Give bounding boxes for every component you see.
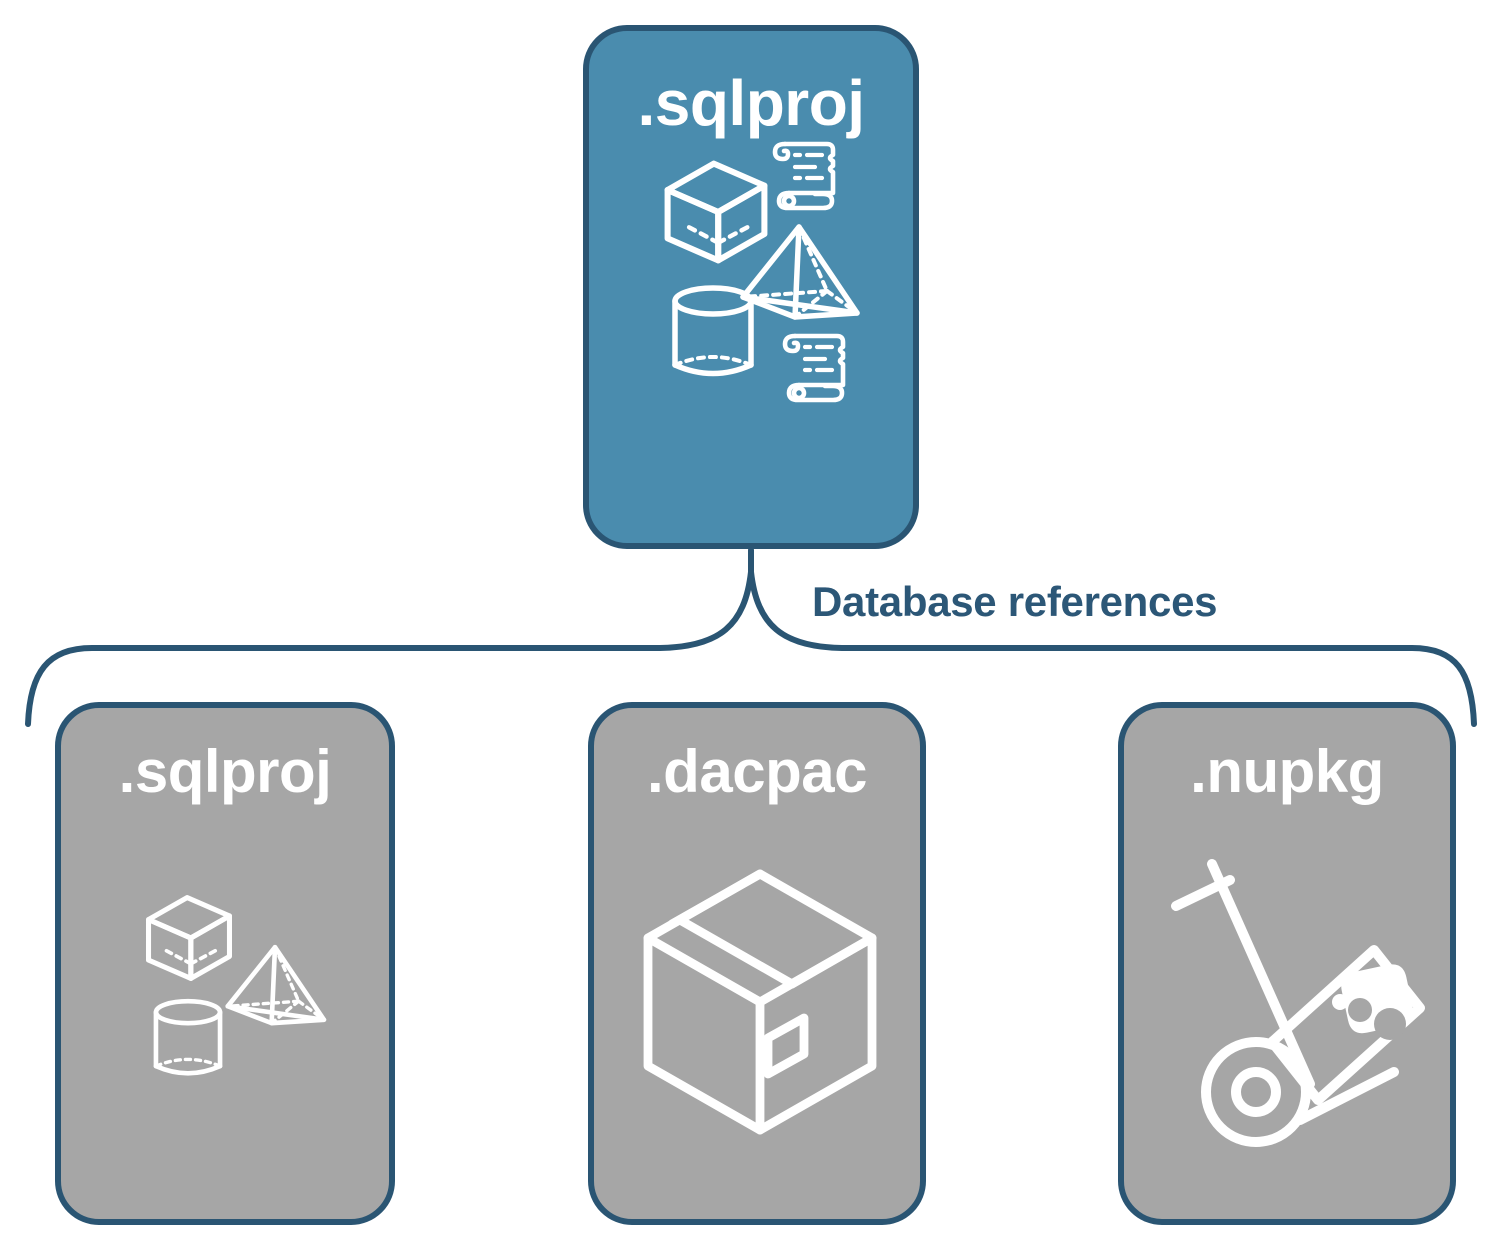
node-sqlproj-root[interactable]: .sqlproj (583, 25, 919, 549)
cube-icon (145, 894, 233, 982)
pyramid-icon (225, 944, 327, 1026)
node-root-title: .sqlproj (637, 67, 865, 139)
cylinder-icon (672, 285, 754, 377)
scroll-icon (772, 141, 836, 211)
node-child-1-icon-area (594, 802, 920, 1219)
hand-truck-icon (1171, 859, 1425, 1147)
node-child-2-icon-area (1124, 802, 1450, 1219)
node-sqlproj-reference[interactable]: .sqlproj (55, 702, 395, 1225)
package-box-icon (643, 869, 877, 1135)
scroll-icon (782, 333, 846, 403)
node-dacpac-reference[interactable]: .dacpac (588, 702, 926, 1225)
node-child-0-title: .sqlproj (118, 738, 332, 805)
node-nupkg-reference[interactable]: .nupkg (1118, 702, 1456, 1225)
cylinder-icon (153, 998, 223, 1076)
nuget-package-icon (1267, 945, 1425, 1105)
node-child-1-title: .dacpac (647, 738, 867, 805)
connector-label: Database references (812, 578, 1218, 625)
node-root-icon-area (589, 135, 913, 543)
node-child-2-title: .nupkg (1190, 738, 1384, 805)
cube-icon (664, 160, 768, 264)
node-child-0-icon-area (61, 802, 389, 1219)
